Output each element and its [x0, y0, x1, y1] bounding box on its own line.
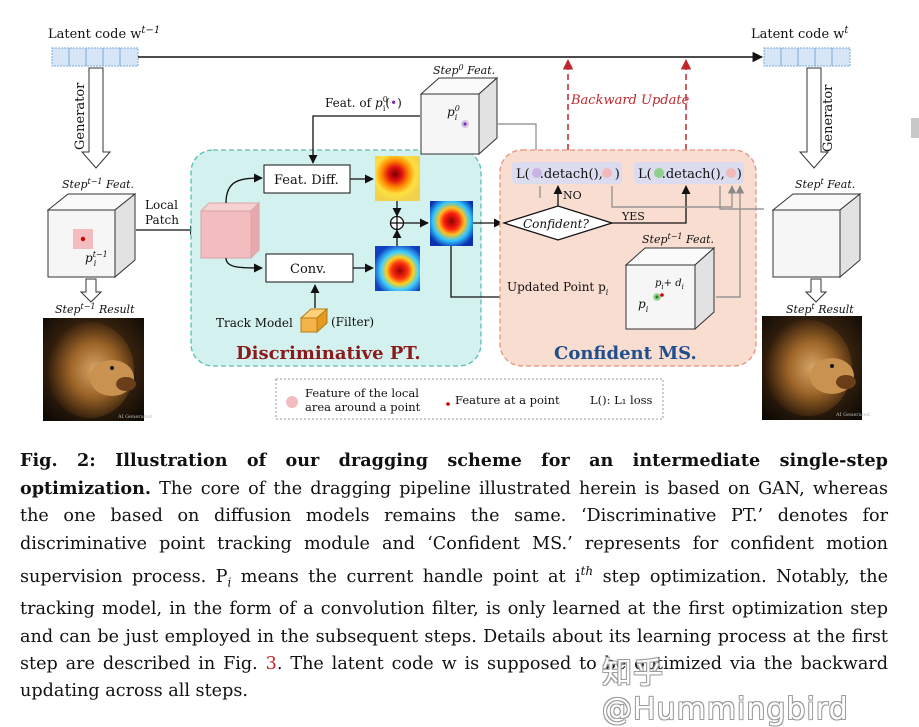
steptm1-feat-label: Stept−1 Feat. — [642, 232, 714, 246]
svg-text:Feature at a point: Feature at a point — [455, 393, 560, 407]
loss-box-right: L(.detach(),) — [634, 162, 744, 184]
svg-text:Feature of the local: Feature of the local — [305, 386, 419, 400]
no-label: NO — [563, 189, 582, 202]
svg-text:L(.detach(),): L(.detach(),) — [638, 167, 742, 182]
generator-right-label: Generator — [821, 84, 836, 152]
discriminative-pt-title: Discriminative PT. — [236, 343, 421, 364]
feat-diff-label: Feat. Diff. — [274, 173, 339, 188]
local-patch-label-1: Local — [145, 198, 178, 212]
updated-point-label: Updated Point pi — [507, 280, 609, 297]
lion-image-right: AI Generated — [762, 316, 871, 420]
svg-text:Confident?: Confident? — [523, 217, 589, 231]
confident-ms-title: Confident MS. — [554, 343, 697, 364]
pi-di-label: pi+ di — [655, 278, 684, 291]
site-watermark: 知乎 @Hummingbird — [602, 656, 849, 727]
caption-lead: Fig. 2: Illustration of our dragging sch… — [20, 450, 888, 500]
steptm1-feature-cube: Stept−1 Feat. pi+ di pi — [624, 232, 716, 331]
local-patch-label-2: Patch — [145, 213, 179, 227]
svg-text:L(.detach(),): L(.detach(),) — [516, 167, 620, 182]
backward-update-arrows: Backward Update — [562, 58, 692, 160]
latent-code-right: Latent code wt — [751, 25, 851, 67]
heatmap-feat-diff — [375, 156, 420, 201]
feat-right-label: Stept Feat. — [795, 177, 855, 191]
figure-diagram: Latent code wt−1 Latent code wt Backward… — [43, 25, 871, 421]
result-left-label: Stept−1 Result — [55, 302, 135, 316]
generator-left: Generator — [73, 67, 112, 169]
figure-caption: Fig. 2: Illustration of our dragging sch… — [20, 450, 889, 701]
conv-label: Conv. — [290, 262, 326, 277]
generator-right: Generator — [798, 67, 836, 169]
figure-ref-link[interactable]: 3 — [265, 653, 277, 674]
lion-image-left: AI Generated — [43, 318, 153, 421]
filter-label: (Filter) — [331, 315, 374, 329]
svg-text:AI Generated: AI Generated — [117, 414, 153, 420]
yes-label: YES — [621, 210, 645, 223]
generator-left-label: Generator — [73, 82, 88, 150]
heatmap-conv — [375, 246, 420, 291]
heatmap-combined — [430, 201, 473, 246]
track-model-label: Track Model — [216, 316, 293, 330]
svg-text:area around a point: area around a point — [305, 400, 421, 414]
latent-code-right-label: Latent code wt — [751, 25, 849, 42]
svg-text:L(): L₁ loss: L(): L₁ loss — [590, 393, 653, 407]
pi-label: pi — [638, 297, 649, 314]
latent-code-left: Latent code wt−1 — [48, 25, 160, 67]
confident-decision: Confident? — [501, 205, 615, 241]
scrollbar-thumb[interactable] — [911, 118, 919, 138]
latent-code-left-label: Latent code wt−1 — [48, 25, 160, 42]
backward-update-label: Backward Update — [570, 93, 690, 108]
filter-icon — [299, 307, 329, 334]
patch-cube — [199, 201, 261, 260]
caption-body: The core of the dragging pipeline illust… — [20, 479, 888, 587]
feature-cube-right: Stept Feat. — [771, 177, 862, 279]
feat-diff-box — [263, 164, 351, 194]
loss-box-left: L(.detach(),) — [512, 162, 622, 184]
step0-feat-label: Step0 Feat. — [433, 63, 495, 77]
legend: Feature of the local area around a point… — [275, 378, 664, 420]
svg-text:AI Generated: AI Generated — [835, 412, 871, 418]
result-right-label: Stept Result — [786, 302, 854, 316]
combine-operator — [389, 201, 429, 246]
feat-left-label: Stept−1 Feat. — [62, 177, 134, 191]
